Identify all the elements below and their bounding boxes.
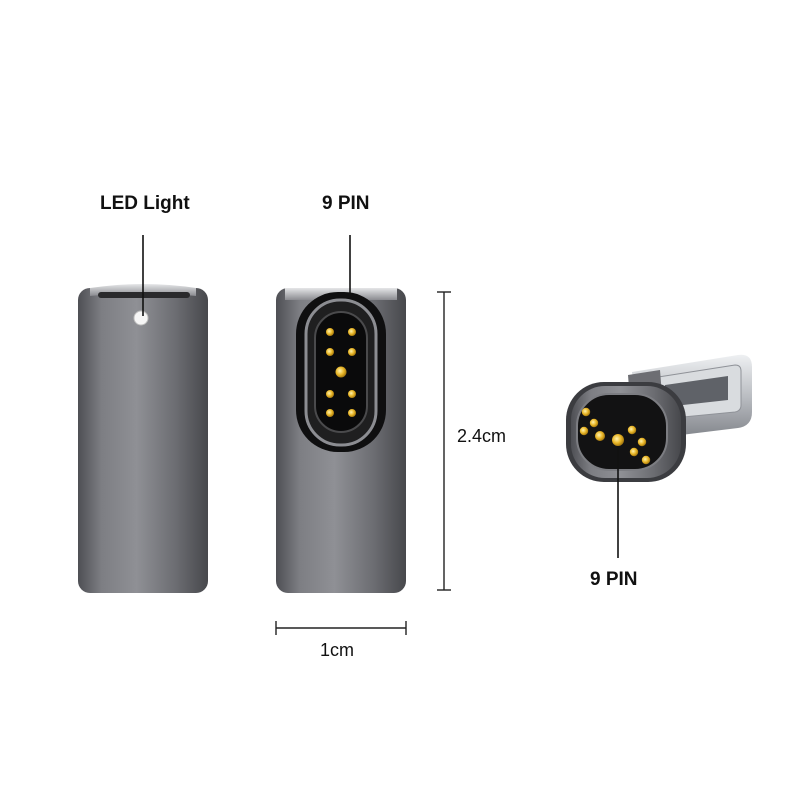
height-dimension-label: 2.4cm	[457, 426, 507, 446]
pin-top-label: 9 PIN	[322, 193, 370, 214]
width-dimension	[275, 621, 407, 635]
led-light-label: LED Light	[100, 193, 190, 214]
height-dimension	[437, 291, 451, 591]
pin-array	[326, 328, 356, 417]
tip-pin-array	[579, 407, 651, 465]
pin-side-label: 9 PIN	[590, 569, 638, 590]
led-light-icon	[133, 310, 149, 326]
usb-c-magnetic-tip	[566, 354, 752, 558]
adapter-led-view	[78, 235, 208, 593]
adapter-pin-view	[276, 235, 406, 593]
width-dimension-label: 1cm	[320, 640, 355, 660]
